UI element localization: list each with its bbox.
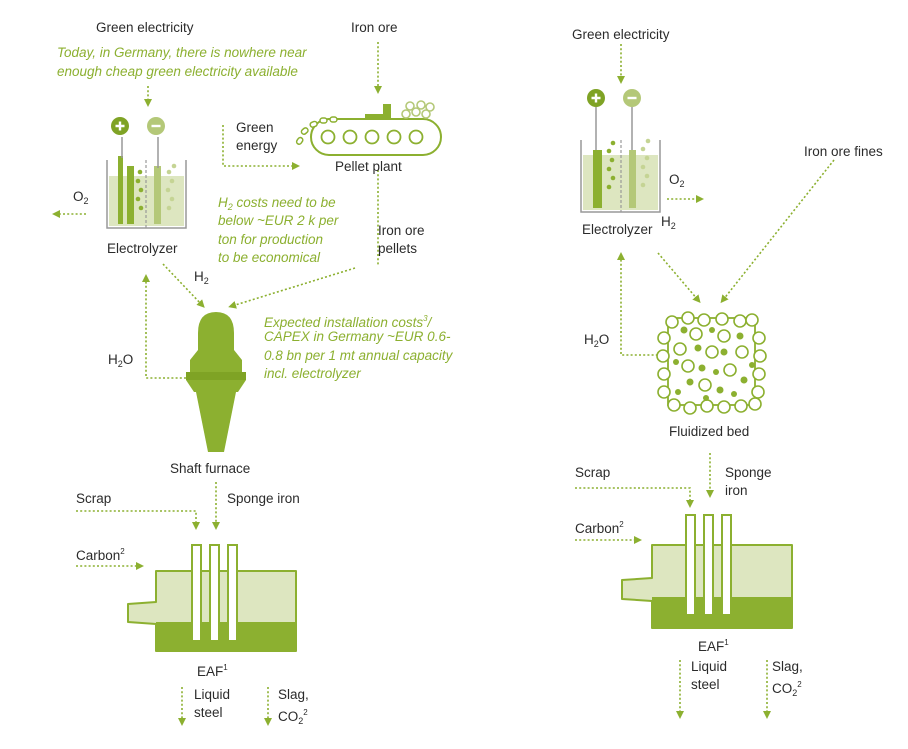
left-electrolyzer — [106, 117, 187, 229]
arrow-h2-right — [657, 252, 701, 304]
right-scrap-label: Scrap — [575, 465, 611, 480]
left-carbon-label: Carbon2 — [76, 547, 125, 563]
left-green-energy-label-2: energy — [236, 138, 278, 153]
arrow-scrap — [76, 510, 200, 530]
shaft-furnace-label: Shaft furnace — [170, 461, 251, 476]
capex-note-line4: incl. electrolyzer — [264, 366, 361, 381]
right-arrows — [575, 44, 835, 719]
capex-note-line2: CAPEX in Germany ~EUR 0.6- — [264, 329, 451, 344]
left-electrolyzer-label: Electrolyzer — [107, 241, 178, 256]
arrow-h2 — [162, 263, 205, 308]
right-eaf-icon — [621, 514, 793, 629]
left-h2-label: H2 — [194, 269, 209, 286]
arrow-h2o-right — [617, 252, 662, 356]
left-liquid-steel-label-1: Liquid — [194, 687, 231, 702]
h2-cost-note-line4: to be economical — [218, 250, 321, 265]
shaft-furnace-icon — [186, 312, 246, 452]
pellet-plant-icon — [295, 100, 442, 156]
left-sponge-iron-label: Sponge iron — [227, 491, 300, 506]
left-slag-label-2: CO22 — [278, 708, 308, 726]
left-electricity-note-line2: enough cheap green electricity available — [57, 64, 298, 79]
right-o2-label: O2 — [669, 172, 685, 189]
left-h2o-label: H2O — [108, 352, 134, 369]
left-eaf-label: EAF1 — [197, 663, 228, 679]
right-slag-label-1: Slag, — [772, 659, 803, 674]
left-o2-label: O2 — [73, 189, 89, 206]
right-carbon-label: Carbon2 — [575, 520, 624, 536]
capex-note-line3: 0.8 bn per 1 mt annual capacity — [264, 348, 453, 363]
right-electrolyzer — [580, 89, 661, 213]
right-h2-label: H2 — [661, 214, 676, 231]
iron-ore-pellets-label-2: pellets — [378, 241, 418, 256]
right-green-electricity-label: Green electricity — [572, 27, 670, 42]
left-green-electricity-label: Green electricity — [96, 20, 194, 35]
left-eaf-icon — [127, 544, 297, 652]
h2-cost-note-line1: H2 costs need to be — [218, 195, 336, 212]
h2-cost-note-line2: below ~EUR 2 k per — [218, 213, 339, 228]
right-sponge-iron-label-1: Sponge — [725, 465, 772, 480]
left-electricity-note-line1: Today, in Germany, there is nowhere near — [57, 45, 307, 60]
right-liquid-steel-label-2: steel — [691, 677, 720, 692]
right-electrolyzer-label: Electrolyzer — [582, 222, 653, 237]
fluidized-bed-icon — [656, 311, 767, 415]
iron-ore-fines-label: Iron ore fines — [804, 144, 883, 159]
fluidized-bed-label: Fluidized bed — [669, 424, 750, 439]
left-liquid-steel-label-2: steel — [194, 705, 223, 720]
right-slag-label-2: CO22 — [772, 680, 802, 698]
iron-ore-pellets-label-1: Iron ore — [378, 223, 425, 238]
capex-note-line1: Expected installation costs3/ — [264, 314, 432, 330]
right-eaf-label: EAF1 — [698, 638, 729, 654]
arrow-green-energy — [222, 125, 300, 170]
left-green-energy-label-1: Green — [236, 120, 274, 135]
right-sponge-iron-label-2: iron — [725, 483, 748, 498]
left-slag-label-1: Slag, — [278, 687, 309, 702]
pellet-plant-label: Pellet plant — [335, 159, 402, 174]
h2-cost-note-line3: ton for production — [218, 232, 324, 247]
arrow-iron-ore-fines — [720, 159, 835, 304]
left-arrows — [52, 42, 382, 726]
left-scrap-label: Scrap — [76, 491, 112, 506]
right-h2o-label: H2O — [584, 332, 610, 349]
arrow-h2o — [142, 274, 186, 379]
arrow-scrap-right — [575, 487, 694, 508]
left-iron-ore-label: Iron ore — [351, 20, 398, 35]
arrow-pellets-diag — [228, 267, 356, 309]
right-liquid-steel-label-1: Liquid — [691, 659, 728, 674]
